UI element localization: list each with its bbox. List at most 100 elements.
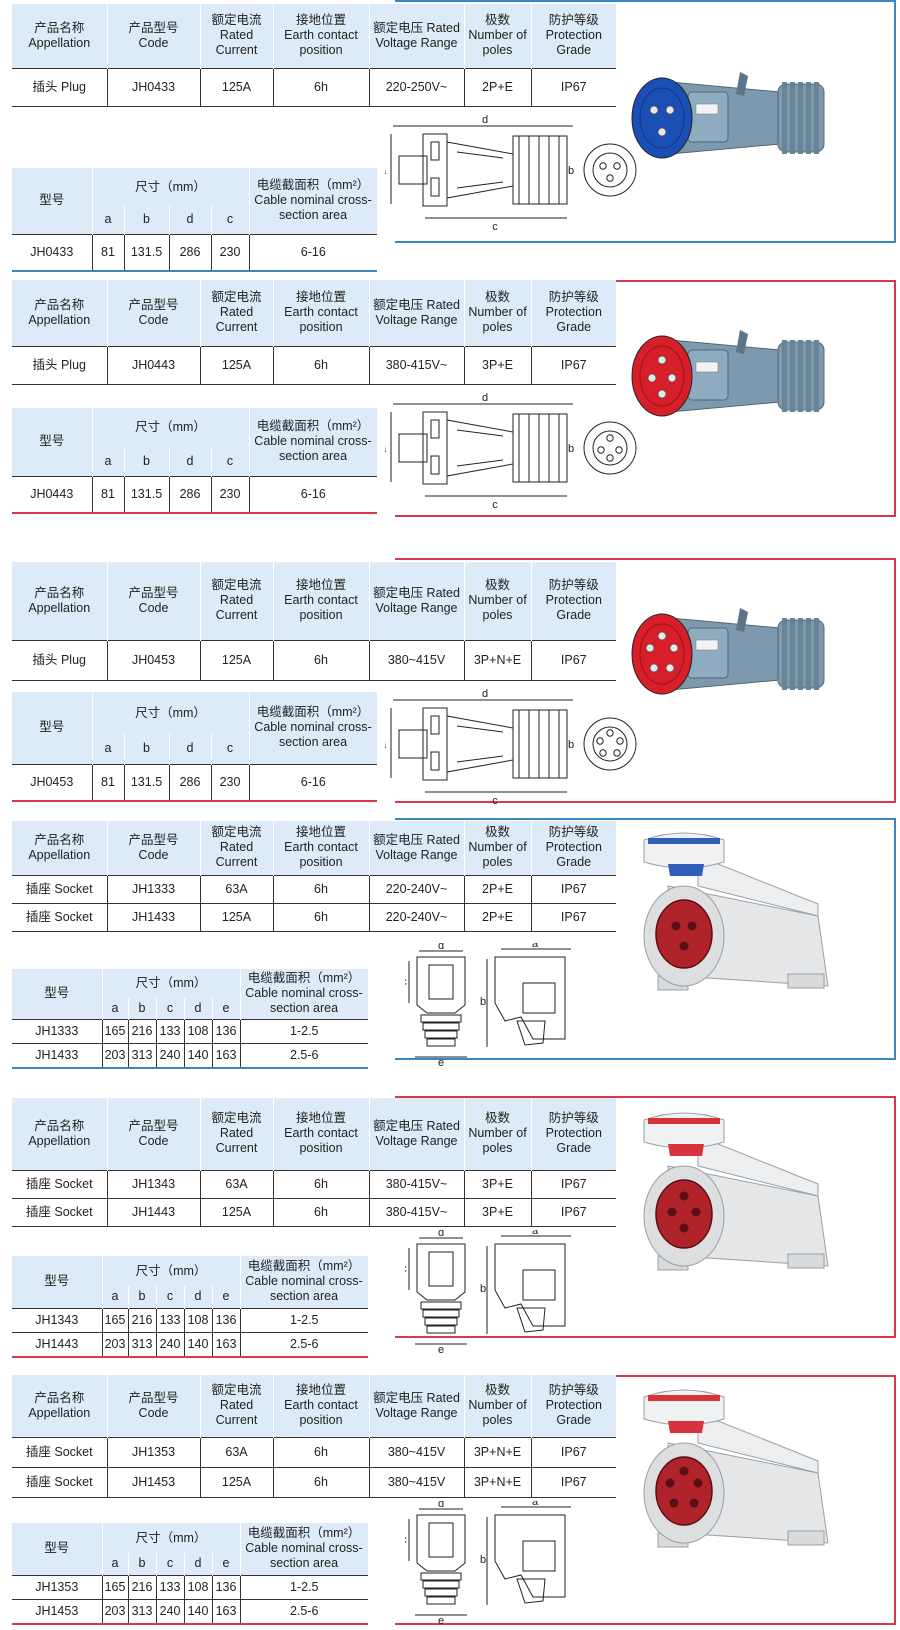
dim-col-label: d bbox=[169, 734, 212, 764]
header-line: 额定电压 Rated bbox=[373, 1390, 460, 1405]
dim-col-label: c bbox=[211, 734, 250, 764]
dim-col-label: b bbox=[124, 206, 170, 234]
dimension-label: b bbox=[568, 165, 574, 177]
dim-cell-model: JH1443 bbox=[12, 1332, 103, 1357]
dimension-label: e bbox=[438, 1615, 444, 1625]
dimension-label: a bbox=[385, 165, 387, 177]
header-line: position bbox=[299, 855, 343, 870]
header-line: 额定电流 bbox=[211, 290, 262, 305]
spec-cell-code: JH1343 bbox=[107, 1169, 201, 1199]
header-line: Grade bbox=[556, 608, 592, 623]
header-line: 电缆截面积（mm²） bbox=[256, 419, 370, 434]
spec-cell-protection: IP67 bbox=[531, 874, 616, 904]
dim-cell-cable: 6-16 bbox=[249, 763, 378, 801]
dim-header-cable: 电缆截面积（mm²）Cable nominal cross-section ar… bbox=[240, 1523, 369, 1575]
header-line: 电缆截面积（mm²） bbox=[247, 1526, 361, 1541]
header-line: Grade bbox=[556, 320, 592, 335]
dim-cell-value: 165 bbox=[102, 1307, 129, 1333]
dimension-label: b bbox=[480, 1283, 486, 1295]
header-line: 额定电流 bbox=[211, 578, 262, 593]
header-line: Rated bbox=[219, 593, 254, 608]
header-line: section area bbox=[269, 1556, 339, 1571]
section-underline bbox=[12, 1356, 368, 1358]
dim-col-label: a bbox=[92, 734, 125, 764]
dim-cell-value: 203 bbox=[102, 1332, 129, 1357]
dimension-label: d bbox=[438, 943, 444, 952]
dim-header-row: 型号尺寸（mm）电缆截面积（mm²）Cable nominal cross-se… bbox=[12, 168, 378, 234]
section-underline bbox=[12, 1067, 368, 1069]
header-line: 额定电压 Rated bbox=[373, 20, 460, 35]
header-line: Code bbox=[138, 1133, 169, 1148]
header-line: Code bbox=[138, 600, 169, 615]
dim-col-label: a bbox=[102, 1286, 129, 1308]
spec-cell-appellation: 插座 Socket bbox=[12, 1467, 108, 1498]
header-line: 产品型号 bbox=[128, 20, 179, 35]
header-line: 防护等级 bbox=[548, 1111, 599, 1126]
header-line: Protection bbox=[545, 305, 602, 320]
dim-cell-value: 81 bbox=[92, 233, 125, 271]
header-line: 产品型号 bbox=[128, 1118, 179, 1133]
section-underline bbox=[12, 512, 377, 514]
spec-cell-poles: 3P+N+E bbox=[464, 1436, 532, 1468]
dimension-label: b bbox=[480, 1554, 486, 1566]
header-line: 产品名称 bbox=[34, 1390, 85, 1405]
spec-cell-voltage: 380~415V bbox=[369, 1467, 465, 1498]
dim-cell-value: 286 bbox=[169, 233, 212, 271]
dim-cell-model: JH0433 bbox=[12, 233, 93, 271]
spec-cell-voltage: 380-415V~ bbox=[369, 345, 465, 385]
dimension-label: c bbox=[405, 1534, 407, 1546]
dimension-table: 型号尺寸（mm）电缆截面积（mm²）Cable nominal cross-se… bbox=[12, 1523, 369, 1624]
header-line: 接地位置 bbox=[295, 1111, 346, 1126]
dim-cell-model: JH1353 bbox=[12, 1574, 103, 1600]
header-line: Rated bbox=[219, 28, 254, 43]
spec-cell-poles: 3P+N+E bbox=[464, 1467, 532, 1498]
dim-cell-value: 136 bbox=[212, 1018, 241, 1044]
dim-col-label: d bbox=[184, 1553, 213, 1575]
spec-cell-current: 125A bbox=[200, 903, 274, 932]
dim-cell-cable: 6-16 bbox=[249, 233, 378, 271]
dim-cell-cable: 2.5-6 bbox=[240, 1043, 368, 1068]
header-line: 产品型号 bbox=[128, 585, 179, 600]
dim-col-label: a bbox=[92, 206, 125, 234]
dim-cell-value: 230 bbox=[211, 233, 250, 271]
dim-col-label: d bbox=[184, 998, 213, 1019]
header-line: 产品型号 bbox=[128, 1390, 179, 1405]
header-line: poles bbox=[482, 855, 513, 870]
header-line: poles bbox=[482, 43, 513, 58]
dim-header-model: 型号 bbox=[12, 1256, 103, 1308]
header-line: Appellation bbox=[28, 1405, 91, 1420]
dim-cell-value: 81 bbox=[92, 763, 125, 801]
header-line: 产品型号 bbox=[128, 832, 179, 847]
section-underline bbox=[12, 800, 377, 802]
dimension-table: 型号尺寸（mm）电缆截面积（mm²）Cable nominal cross-se… bbox=[12, 168, 378, 271]
section-underline bbox=[12, 1623, 368, 1625]
header-line: Current bbox=[215, 320, 258, 335]
header-line: 防护等级 bbox=[548, 825, 599, 840]
header-line: Code bbox=[138, 312, 169, 327]
header-line: Protection bbox=[545, 1398, 602, 1413]
dim-cell-value: 216 bbox=[128, 1574, 157, 1600]
